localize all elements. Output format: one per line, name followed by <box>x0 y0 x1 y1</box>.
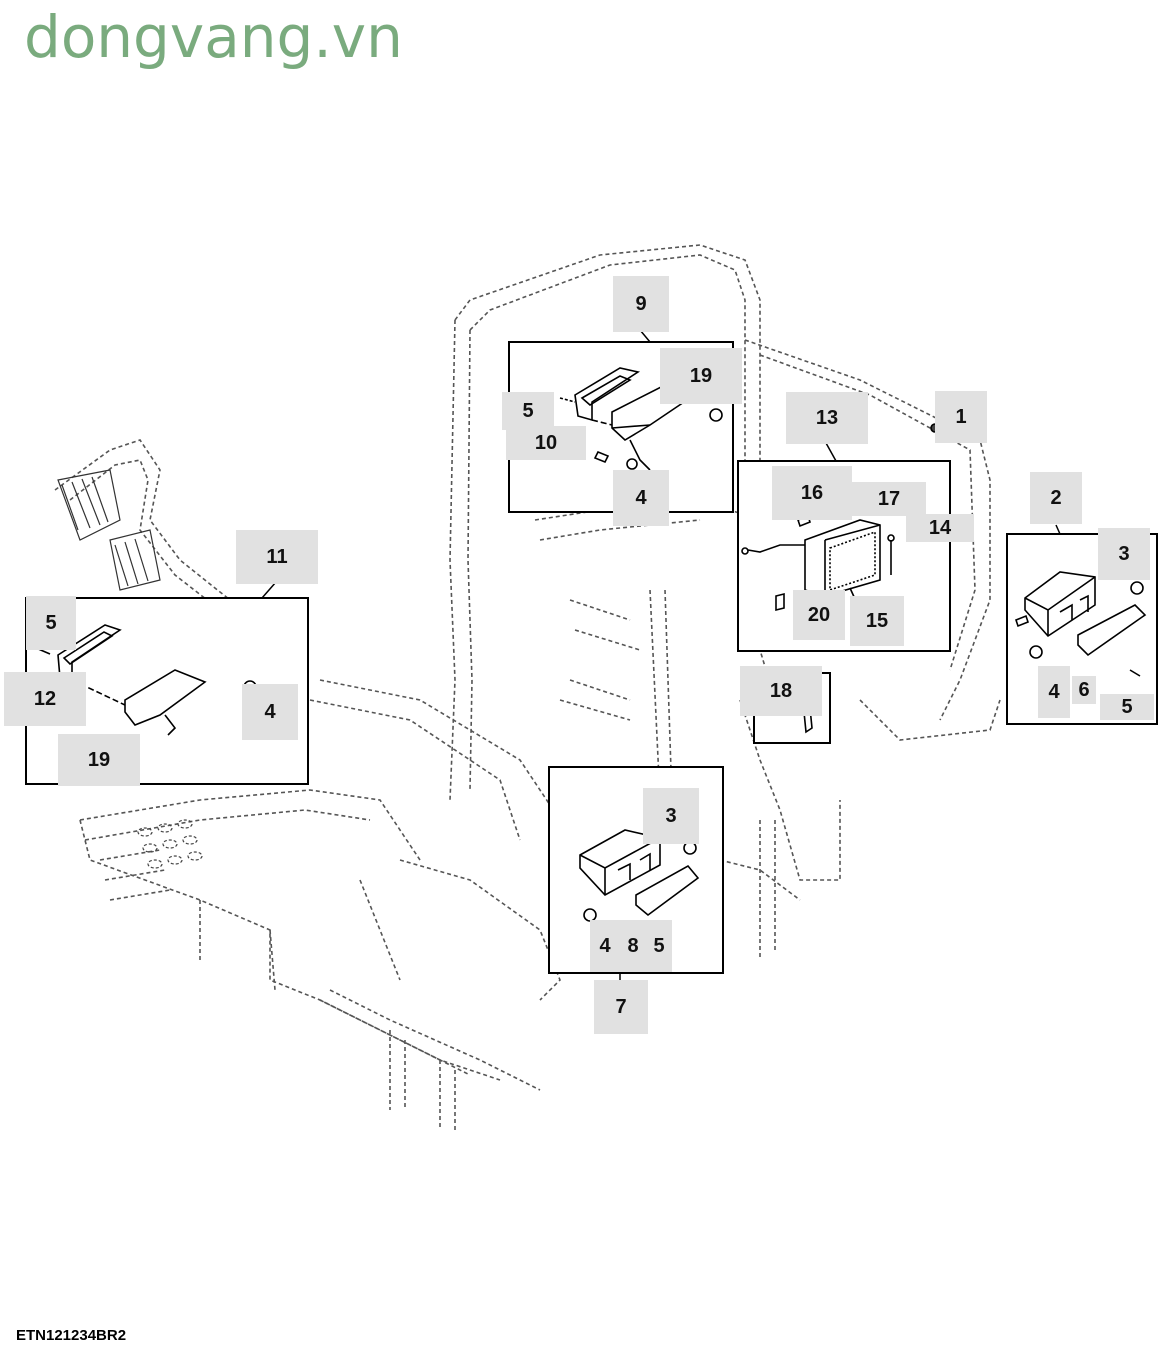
callout-5: 5 <box>26 596 76 650</box>
callout-20: 20 <box>793 590 845 640</box>
callout-9: 9 <box>613 276 669 332</box>
callout-18: 18 <box>740 666 822 716</box>
callout-13: 13 <box>786 392 868 444</box>
callout-5: 5 <box>502 392 554 430</box>
marker-light-assembly-top <box>559 367 723 471</box>
callout-2: 2 <box>1030 472 1082 524</box>
callout-17: 17 <box>852 482 926 516</box>
callout-4: 4 <box>613 470 669 526</box>
callout-12: 12 <box>4 672 86 726</box>
callout-4: 4 <box>242 684 298 740</box>
callout-5: 5 <box>646 920 672 972</box>
callout-15: 15 <box>850 596 904 646</box>
callout-7: 7 <box>594 980 648 1034</box>
callout-19: 19 <box>660 348 742 404</box>
tail-light-assembly-right <box>1015 571 1147 677</box>
callout-8: 8 <box>620 920 646 972</box>
callout-3: 3 <box>643 788 699 844</box>
callout-16: 16 <box>772 466 852 520</box>
callout-10: 10 <box>506 426 586 460</box>
callout-1: 1 <box>935 391 987 443</box>
hatched-area <box>57 469 161 591</box>
tail-light-assembly-bottom <box>579 829 700 922</box>
grille-holes <box>137 819 203 869</box>
callout-6: 6 <box>1072 676 1096 704</box>
detail-boxes <box>25 341 1158 974</box>
callout-14: 14 <box>906 514 974 542</box>
callout-4: 4 <box>1038 666 1070 718</box>
callout-11: 11 <box>236 530 318 584</box>
callout-4: 4 <box>590 920 620 972</box>
figure-code: ETN121234BR2 <box>16 1327 127 1344</box>
watermark-text: dongvang.vn <box>24 3 403 71</box>
callout-19: 19 <box>58 734 140 786</box>
callout-3: 3 <box>1098 528 1150 580</box>
callout-5: 5 <box>1100 694 1154 720</box>
